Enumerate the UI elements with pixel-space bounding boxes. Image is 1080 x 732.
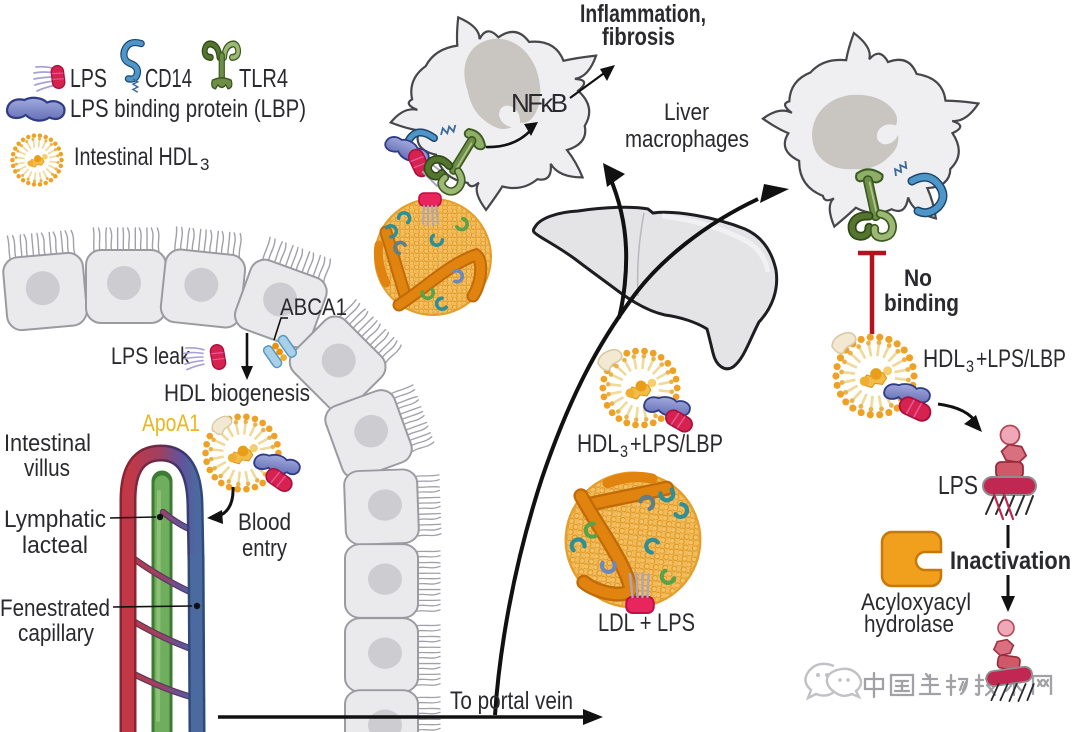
svg-text:LPS binding protein (LBP): LPS binding protein (LBP) (70, 95, 306, 123)
svg-text:LPS: LPS (70, 63, 107, 93)
svg-text:Intestinal: Intestinal (4, 430, 91, 457)
svg-text:No: No (904, 265, 932, 292)
svg-text:HDL: HDL (577, 430, 619, 458)
svg-text:LPS: LPS (938, 470, 978, 500)
svg-text:Blood: Blood (238, 509, 291, 536)
svg-text:Intestinal HDL: Intestinal HDL (74, 143, 198, 171)
svg-text:3: 3 (200, 155, 209, 174)
svg-text:HDL biogenesis: HDL biogenesis (164, 380, 310, 407)
svg-text:Inflammation,: Inflammation, (580, 0, 706, 28)
svg-text:TLR4: TLR4 (239, 63, 288, 93)
svg-text:LPS leak: LPS leak (111, 343, 191, 370)
svg-text:NFκB: NFκB (511, 88, 568, 118)
svg-text:Lymphatic: Lymphatic (4, 506, 106, 533)
svg-text:fibrosis: fibrosis (602, 23, 675, 51)
svg-text:LDL + LPS: LDL + LPS (598, 609, 695, 637)
svg-text:+LPS/LBP: +LPS/LBP (630, 430, 723, 458)
svg-text:Fenestrated: Fenestrated (0, 595, 110, 622)
svg-text:ApoA1: ApoA1 (142, 410, 200, 437)
svg-text:villus: villus (24, 455, 70, 482)
svg-text:HDL: HDL (923, 345, 965, 373)
svg-text:ABCA1: ABCA1 (280, 294, 347, 321)
svg-text:+LPS/LBP: +LPS/LBP (976, 345, 1066, 373)
svg-text:macrophages: macrophages (625, 126, 749, 153)
svg-text:CD14: CD14 (145, 63, 192, 93)
svg-text:binding: binding (884, 290, 959, 317)
svg-text:hydrolase: hydrolase (864, 611, 954, 638)
svg-text:Inactivation: Inactivation (950, 547, 1071, 575)
svg-text:lacteal: lacteal (22, 532, 88, 559)
svg-text:Liver: Liver (664, 99, 709, 126)
svg-text:capillary: capillary (18, 620, 94, 647)
svg-text:To portal vein: To portal vein (450, 687, 573, 715)
svg-text:3: 3 (620, 442, 628, 461)
svg-text:Acyloxyacyl: Acyloxyacyl (861, 589, 971, 616)
svg-text:entry: entry (242, 535, 287, 562)
svg-text:3: 3 (966, 357, 974, 376)
